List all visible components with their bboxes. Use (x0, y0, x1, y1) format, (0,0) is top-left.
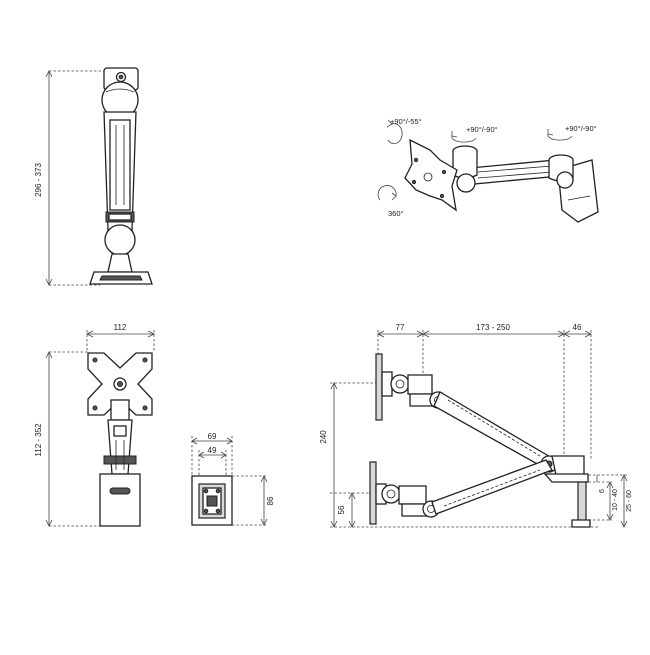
offset-right-label: 46 (573, 323, 582, 332)
height-range-label: 296 - 373 (34, 163, 43, 197)
front-view: 112 112 - 352 (34, 323, 155, 527)
clamp-inner-label: 49 (208, 446, 217, 455)
arm-height-label: 240 (319, 430, 328, 444)
arm-profile-view: 77 173 - 250 46 240 56 6 10 - 40 25 - 60 (319, 323, 633, 528)
offset-left-label: 77 (396, 323, 405, 332)
desk-gap-label: 6 (599, 489, 606, 493)
desk-thickness-b-label: 25 - 60 (626, 490, 633, 512)
arm-reach-label: 173 - 250 (476, 323, 510, 332)
front-height-label: 112 - 352 (34, 423, 43, 457)
plate-width-label: 112 (114, 323, 127, 332)
swivel-outer-label: +90°/-90° (565, 124, 597, 133)
swivel-inner-label: +90°/-90° (466, 125, 498, 134)
arm-low-label: 56 (337, 505, 346, 514)
side-view: 296 - 373 (34, 67, 153, 286)
isometric-view: +90°/-55° 360° +90°/-90° +90°/-90° (377, 117, 599, 223)
rotate-label: 360° (388, 209, 404, 218)
desk-thickness-a-label: 10 - 40 (612, 489, 619, 511)
clamp-height-label: 86 (266, 496, 275, 505)
clamp-outer-label: 69 (208, 432, 217, 441)
clamp-view: 69 49 86 (191, 432, 275, 526)
tilt-label: +90°/-55° (390, 117, 422, 126)
